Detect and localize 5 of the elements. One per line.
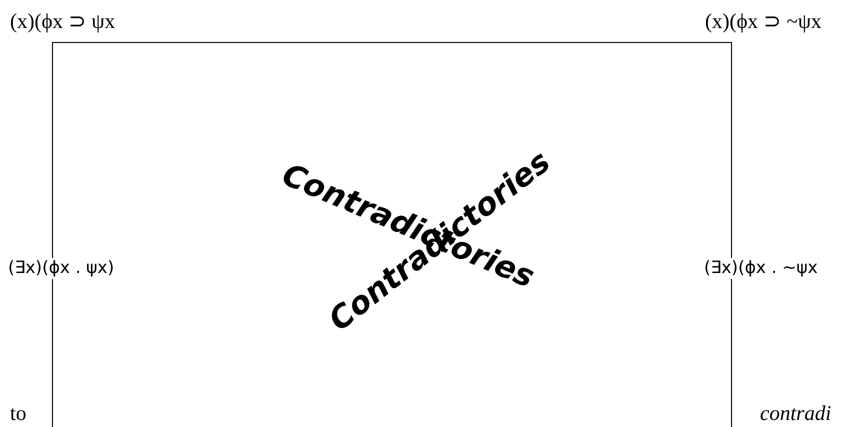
formula-text: (x)(ϕx ⊃ ~ψx — [705, 8, 822, 34]
formula-text: (x)(ϕx ⊃ ψx — [10, 8, 116, 34]
text-fragment: to — [10, 400, 26, 426]
formula-text: (∃x)(ϕx . ~ψx — [704, 258, 820, 280]
text-fragment: contradi — [760, 400, 832, 426]
